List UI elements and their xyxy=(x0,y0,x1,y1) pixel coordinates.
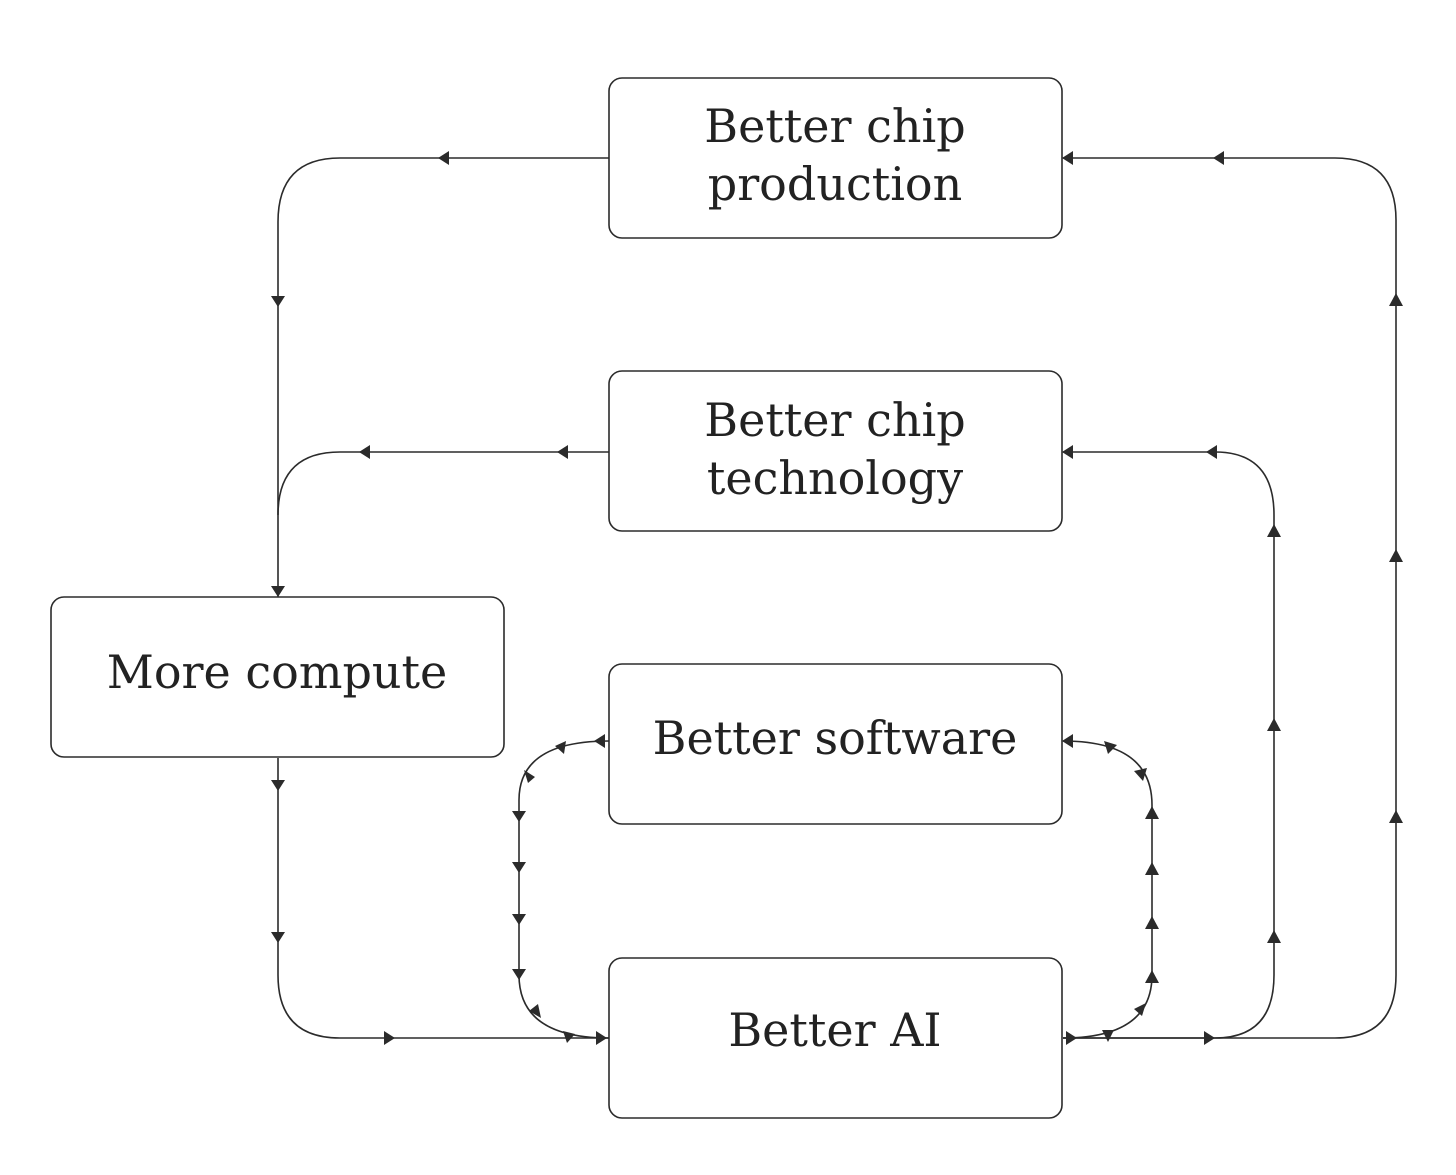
edge-compute-to-ai xyxy=(277,758,609,1039)
node-label: Better software xyxy=(653,711,1018,765)
arrow-down-icon xyxy=(271,780,285,791)
arrow-right-icon xyxy=(384,1031,395,1045)
arrow-down-icon xyxy=(512,969,526,980)
edge-software-to-ai xyxy=(518,740,610,1039)
arrow-up-icon xyxy=(1389,293,1403,306)
arrow-down-icon xyxy=(271,296,285,307)
arrow-left-icon xyxy=(1104,741,1117,754)
node-box xyxy=(608,370,1063,532)
arrow-up-icon xyxy=(1145,862,1159,875)
arrow-left-icon xyxy=(557,445,568,459)
arrow-up-icon xyxy=(1134,768,1147,781)
arrow-left-icon xyxy=(438,151,449,165)
arrow-down-icon xyxy=(512,862,526,873)
arrow-left-icon xyxy=(1062,734,1073,748)
arrow-up-icon xyxy=(1134,1003,1146,1016)
arrow-up-icon xyxy=(1145,916,1159,929)
edge-production-to-compute xyxy=(277,157,609,597)
node-box xyxy=(608,957,1063,1119)
node-label: Better AI xyxy=(728,1003,941,1057)
arrow-right-icon xyxy=(596,1031,607,1045)
arrow-left-icon xyxy=(555,741,566,754)
node-box xyxy=(608,77,1063,239)
arrow-up-icon xyxy=(1267,930,1281,943)
node-label-line1: Better chip xyxy=(704,393,965,447)
arrow-up-icon xyxy=(1389,810,1403,823)
arrow-left-icon xyxy=(1206,445,1217,459)
arrow-right-icon xyxy=(563,1031,575,1043)
node-better-software: Better software xyxy=(608,663,1063,825)
arrow-up-icon xyxy=(1389,549,1403,562)
arrow-down-icon xyxy=(512,914,526,925)
arrow-left-icon xyxy=(1213,151,1224,165)
arrow-down-icon xyxy=(524,770,535,783)
arrow-down-icon xyxy=(512,811,526,822)
edge-ai-to-technology xyxy=(1063,451,1275,1039)
edge-ai-to-software xyxy=(1062,740,1153,1039)
edge-technology-to-compute xyxy=(277,451,609,516)
node-label-line1: Better chip xyxy=(704,99,965,153)
node-label: More compute xyxy=(107,645,448,699)
node-box xyxy=(608,663,1063,825)
arrow-right-icon xyxy=(1102,1030,1114,1042)
arrow-left-icon xyxy=(594,734,605,748)
node-more-compute: More compute xyxy=(50,596,505,758)
node-better-chip-production: Better chip production xyxy=(608,77,1063,239)
arrow-down-icon xyxy=(271,932,285,943)
arrow-up-icon xyxy=(1267,718,1281,731)
edge-ai-to-production xyxy=(1063,157,1397,1039)
node-label-line2: production xyxy=(708,157,962,211)
arrow-left-icon xyxy=(1062,445,1073,459)
arrow-down-icon xyxy=(529,1004,541,1018)
arrowheads xyxy=(271,151,1403,1045)
arrow-up-icon xyxy=(1145,806,1159,819)
arrow-up-icon xyxy=(1267,524,1281,537)
arrow-right-icon xyxy=(1204,1031,1215,1045)
arrow-down-icon xyxy=(271,586,285,597)
node-label-line2: technology xyxy=(707,451,963,505)
arrow-up-icon xyxy=(1145,970,1159,983)
arrow-left-icon xyxy=(359,445,370,459)
node-better-ai: Better AI xyxy=(608,957,1063,1119)
arrow-left-icon xyxy=(1062,151,1073,165)
arrow-right-icon xyxy=(1066,1031,1077,1045)
node-box xyxy=(50,596,505,758)
node-better-chip-technology: Better chip technology xyxy=(608,370,1063,532)
